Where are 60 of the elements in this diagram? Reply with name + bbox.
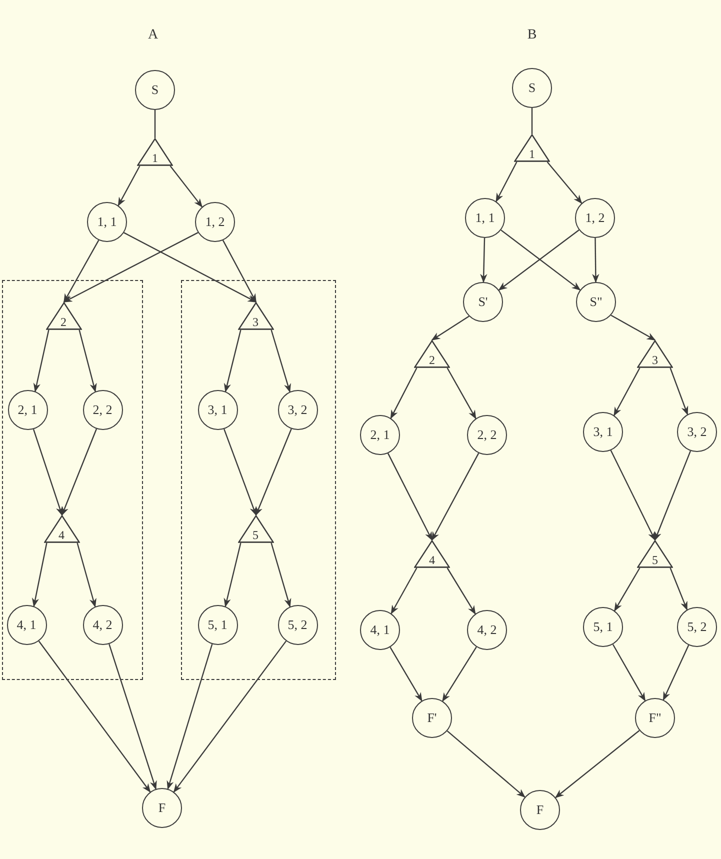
arrow: [446, 730, 526, 798]
numbered-triangle: 4: [44, 514, 80, 542]
dashed-group-frame: [181, 280, 336, 680]
arrow: [224, 428, 257, 516]
panel-label: B: [527, 26, 537, 44]
arrow: [390, 568, 418, 614]
arrow: [446, 368, 476, 420]
arrow: [118, 166, 140, 206]
arrow: [610, 450, 656, 541]
arrow: [496, 162, 518, 202]
numbered-triangle: 5: [238, 514, 274, 542]
arrow: [255, 428, 292, 516]
arrow: [480, 238, 488, 283]
arrow: [614, 568, 640, 612]
arrow: [224, 542, 242, 608]
arrow: [654, 450, 692, 541]
arrow: [610, 314, 656, 341]
numbered-triangle: 2: [46, 302, 82, 330]
arrow: [390, 368, 418, 419]
arrow: [76, 542, 96, 608]
arrow: [387, 453, 433, 541]
numbered-triangle: 1: [514, 134, 550, 162]
arrow: [108, 644, 157, 790]
arrow: [166, 644, 213, 790]
arrow: [173, 640, 287, 793]
panel-label: A: [148, 26, 158, 44]
arrow: [446, 568, 476, 615]
arrow: [32, 542, 48, 608]
numbered-triangle: 4: [414, 540, 450, 568]
arrow: [170, 166, 203, 208]
arrow: [612, 644, 646, 702]
arrow: [614, 368, 640, 416]
arrow: [63, 232, 198, 303]
arrow: [63, 240, 100, 303]
arrow: [224, 330, 242, 392]
arrow: [270, 330, 291, 393]
arrow: [270, 542, 292, 608]
numbered-triangle: 3: [637, 340, 673, 368]
arrow: [431, 452, 480, 541]
arrow: [670, 368, 688, 416]
dashed-group-frame: [2, 280, 143, 680]
arrow: [554, 730, 640, 798]
arrow: [33, 330, 50, 392]
arrow: [38, 640, 151, 793]
arrow: [592, 238, 600, 283]
arrow: [222, 240, 257, 303]
arrow: [61, 428, 98, 516]
numbered-triangle: 2: [414, 340, 450, 368]
arrow: [78, 330, 97, 392]
arrow: [546, 162, 582, 204]
numbered-triangle: 1: [137, 138, 173, 166]
arrow: [662, 644, 690, 701]
arrow: [124, 232, 257, 303]
arrow: [431, 316, 470, 340]
arrow: [32, 429, 63, 516]
arrow: [390, 646, 422, 702]
numbered-triangle: 5: [637, 540, 673, 568]
numbered-triangle: 3: [238, 302, 274, 330]
arrow: [442, 646, 477, 702]
arrow: [670, 568, 688, 610]
